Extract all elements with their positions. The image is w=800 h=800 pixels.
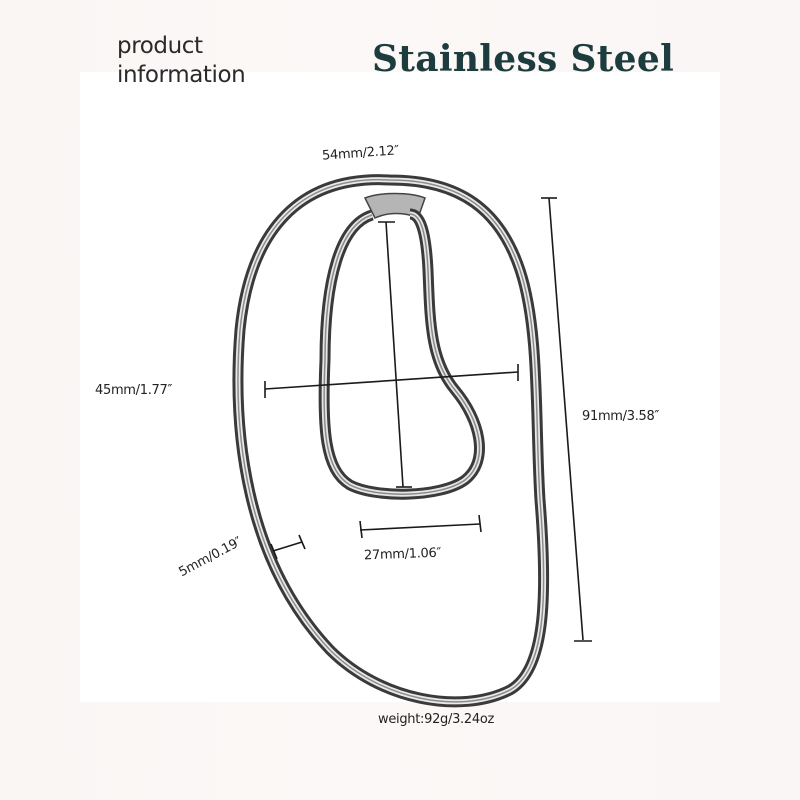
- inner-bottom-width-label: 27mm/1.06″: [363, 545, 442, 564]
- dimension-lines: [264, 197, 592, 642]
- product-information-label: product information: [117, 32, 317, 90]
- overall-height-label: 91mm/3.58″: [582, 409, 660, 424]
- overall-width-label: 45mm/1.77″: [95, 383, 173, 398]
- outer-ring: [232, 174, 550, 708]
- label-line-1: product: [117, 33, 203, 59]
- weight-label: weight:92g/3.24oz: [378, 712, 495, 727]
- inner-loop: [318, 208, 485, 500]
- material-title: Stainless Steel: [372, 38, 675, 80]
- label-line-2: information: [117, 62, 246, 88]
